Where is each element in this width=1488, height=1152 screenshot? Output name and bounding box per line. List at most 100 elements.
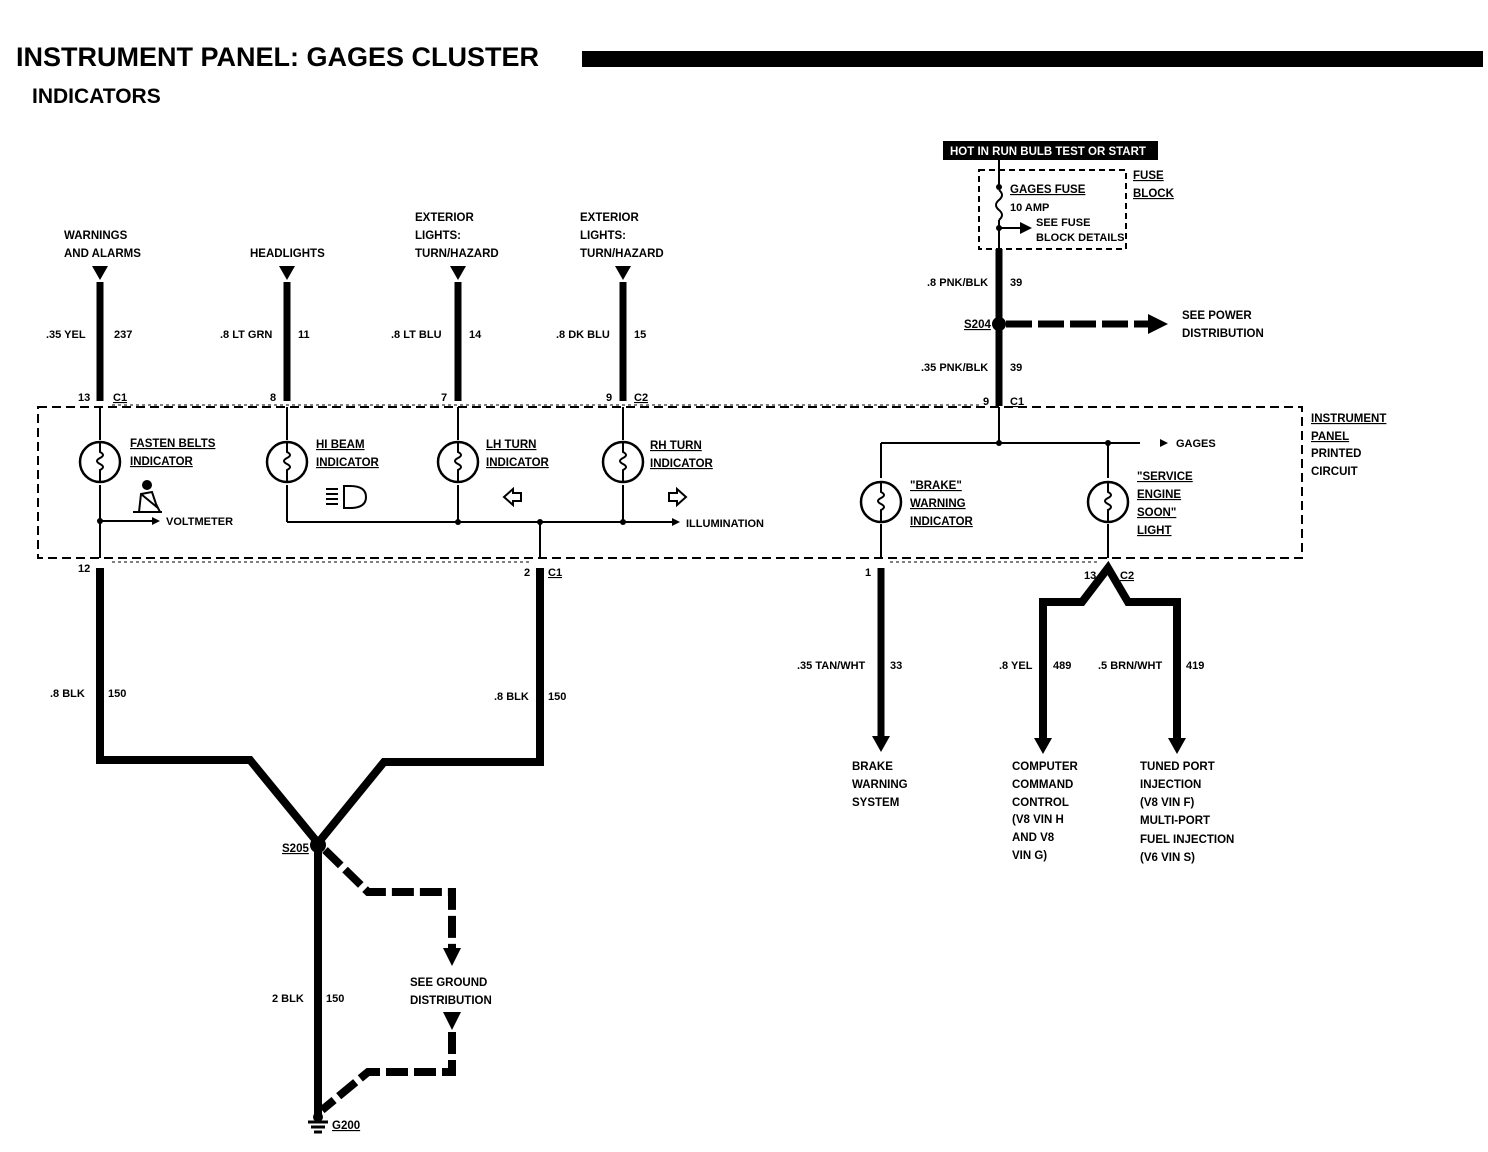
computer-wire-size: .8 YEL: [999, 660, 1033, 672]
svg-text:14: 14: [469, 329, 482, 341]
power-wire-top-circuit: 39: [1010, 277, 1022, 289]
bulb-label-fasten-belts-1: FASTEN BELTS: [130, 438, 216, 450]
ground-right-pin: 2: [524, 567, 530, 579]
svg-text:15: 15: [634, 329, 646, 341]
panel-label-4: CIRCUIT: [1311, 466, 1358, 478]
bulb-label-ses-2: ENGINE: [1137, 489, 1181, 501]
page-title: INSTRUMENT PANEL: GAGES CLUSTER: [16, 42, 539, 72]
ground-left-pin: 12: [78, 563, 90, 575]
ground-right-circuit: 150: [548, 691, 566, 703]
internal-traces: [99, 407, 1140, 558]
fuse-icon: [995, 189, 1003, 221]
bulb-icon: [1086, 480, 1130, 524]
svg-text:.35 YEL: .35 YEL: [46, 329, 86, 341]
svg-text:LIGHTS:: LIGHTS:: [580, 230, 626, 242]
ground-dist-wire-bottom: [319, 1032, 456, 1114]
input-arrow-icon: [615, 266, 631, 280]
bulb-label-hi-beam-1: HI BEAM: [316, 439, 365, 451]
voltmeter-label: VOLTMETER: [166, 516, 233, 528]
bulb-label-lh-turn-1: LH TURN: [486, 439, 536, 451]
hot-label: HOT IN RUN BULB TEST OR START: [950, 146, 1146, 158]
seatbelt-icon: [133, 480, 162, 513]
fuse-block-label-2: BLOCK: [1133, 188, 1175, 200]
hi-beam-icon: [326, 485, 368, 509]
tuned-dest-1: TUNED PORT: [1140, 761, 1215, 773]
svg-text:8: 8: [270, 392, 276, 404]
computer-arrow-icon: [1034, 738, 1052, 754]
power-pin: 9: [983, 396, 989, 408]
bulb-label-brake-2: WARNING: [910, 498, 966, 510]
ses-pin: 13: [1084, 570, 1096, 582]
input-rh-turn: EXTERIOR LIGHTS: TURN/HAZARD .8 DK BLU 1…: [556, 212, 664, 404]
bulb-icon: [78, 440, 122, 484]
gages-label: GAGES: [1176, 438, 1216, 450]
svg-text:.8 DK BLU: .8 DK BLU: [556, 329, 610, 341]
svg-text:9: 9: [606, 392, 612, 404]
panel-label-2: PANEL: [1311, 431, 1349, 443]
ground-right-conn: C1: [548, 567, 562, 579]
ground-dist-wire-top: [322, 847, 456, 948]
ground-bottom-circuit: 150: [326, 993, 344, 1005]
input-lh-turn: EXTERIOR LIGHTS: TURN/HAZARD .8 LT BLU 1…: [391, 212, 499, 404]
fuse-amp: 10 AMP: [1010, 202, 1049, 214]
ground-id: G200: [332, 1120, 360, 1132]
splice-s205-label: S205: [282, 843, 309, 855]
tuned-dest-5: FUEL INJECTION: [1140, 834, 1234, 846]
computer-wire-circuit: 489: [1053, 660, 1071, 672]
fuse-see-1: SEE FUSE: [1036, 217, 1090, 229]
brake-dest-2: WARNING: [852, 779, 908, 791]
bulb-label-rh-turn-1: RH TURN: [650, 440, 702, 452]
input-arrow-icon: [279, 266, 295, 280]
bulb-label-ses-3: SOON": [1137, 507, 1176, 519]
input-arrow-icon: [450, 266, 466, 280]
splice-s204: [992, 317, 1006, 331]
svg-text:.8 LT GRN: .8 LT GRN: [220, 329, 272, 341]
ground-left-size: .8 BLK: [50, 688, 85, 700]
ground-bottom-size: 2 BLK: [272, 993, 304, 1005]
power-wire-top-size: .8 PNK/BLK: [927, 277, 988, 289]
see-power-2: DISTRIBUTION: [1182, 328, 1264, 340]
svg-text:C2: C2: [634, 392, 648, 404]
brake-wire-circuit: 33: [890, 660, 902, 672]
ses-output-wires: [1039, 560, 1181, 738]
ground-wire-y: [96, 568, 544, 850]
svg-text:HEADLIGHTS: HEADLIGHTS: [250, 248, 325, 260]
svg-text:7: 7: [441, 392, 447, 404]
svg-text:LIGHTS:: LIGHTS:: [415, 230, 461, 242]
svg-text:TURN/HAZARD: TURN/HAZARD: [580, 248, 664, 260]
ground-dist-arrow-icon: [443, 1012, 461, 1030]
splice-s204-label: S204: [964, 319, 991, 331]
input-arrow-icon: [92, 266, 108, 280]
bulb-icon: [601, 440, 645, 484]
voltmeter-arrow-icon: [152, 517, 160, 525]
power-wire-bottom-size: .35 PNK/BLK: [921, 362, 988, 374]
computer-dest-4: (V8 VIN H: [1012, 814, 1064, 826]
computer-dest-1: COMPUTER: [1012, 761, 1079, 773]
hot-label-box: [943, 141, 1158, 160]
svg-text:TURN/HAZARD: TURN/HAZARD: [415, 248, 499, 260]
svg-text:.8 LT BLU: .8 LT BLU: [391, 329, 442, 341]
see-ground-2: DISTRIBUTION: [410, 995, 492, 1007]
bulb-icon: [859, 480, 903, 524]
svg-text:C1: C1: [113, 392, 127, 404]
ground-left-circuit: 150: [108, 688, 126, 700]
computer-dest-5: AND V8: [1012, 832, 1055, 844]
tuned-dest-2: INJECTION: [1140, 779, 1201, 791]
right-arrow-icon: [668, 486, 688, 508]
bulb-icon: [436, 440, 480, 484]
tuned-dest-4: MULTI-PORT: [1140, 815, 1210, 827]
bulb-label-ses-4: LIGHT: [1137, 525, 1172, 537]
illumination-arrow-icon: [672, 518, 680, 526]
left-arrow-icon: [502, 486, 522, 508]
tuned-wire-circuit: 419: [1186, 660, 1204, 672]
computer-dest-2: COMMAND: [1012, 779, 1073, 791]
panel-label-3: PRINTED: [1311, 448, 1361, 460]
bulb-label-brake-1: "BRAKE": [910, 480, 962, 492]
page-subtitle: INDICATORS: [32, 85, 161, 108]
fuse-block-label-1: FUSE: [1133, 170, 1164, 182]
computer-dest-6: VIN G): [1012, 850, 1047, 862]
svg-text:WARNINGS: WARNINGS: [64, 230, 128, 242]
ses-conn: C2: [1120, 570, 1134, 582]
svg-text:13: 13: [78, 392, 90, 404]
